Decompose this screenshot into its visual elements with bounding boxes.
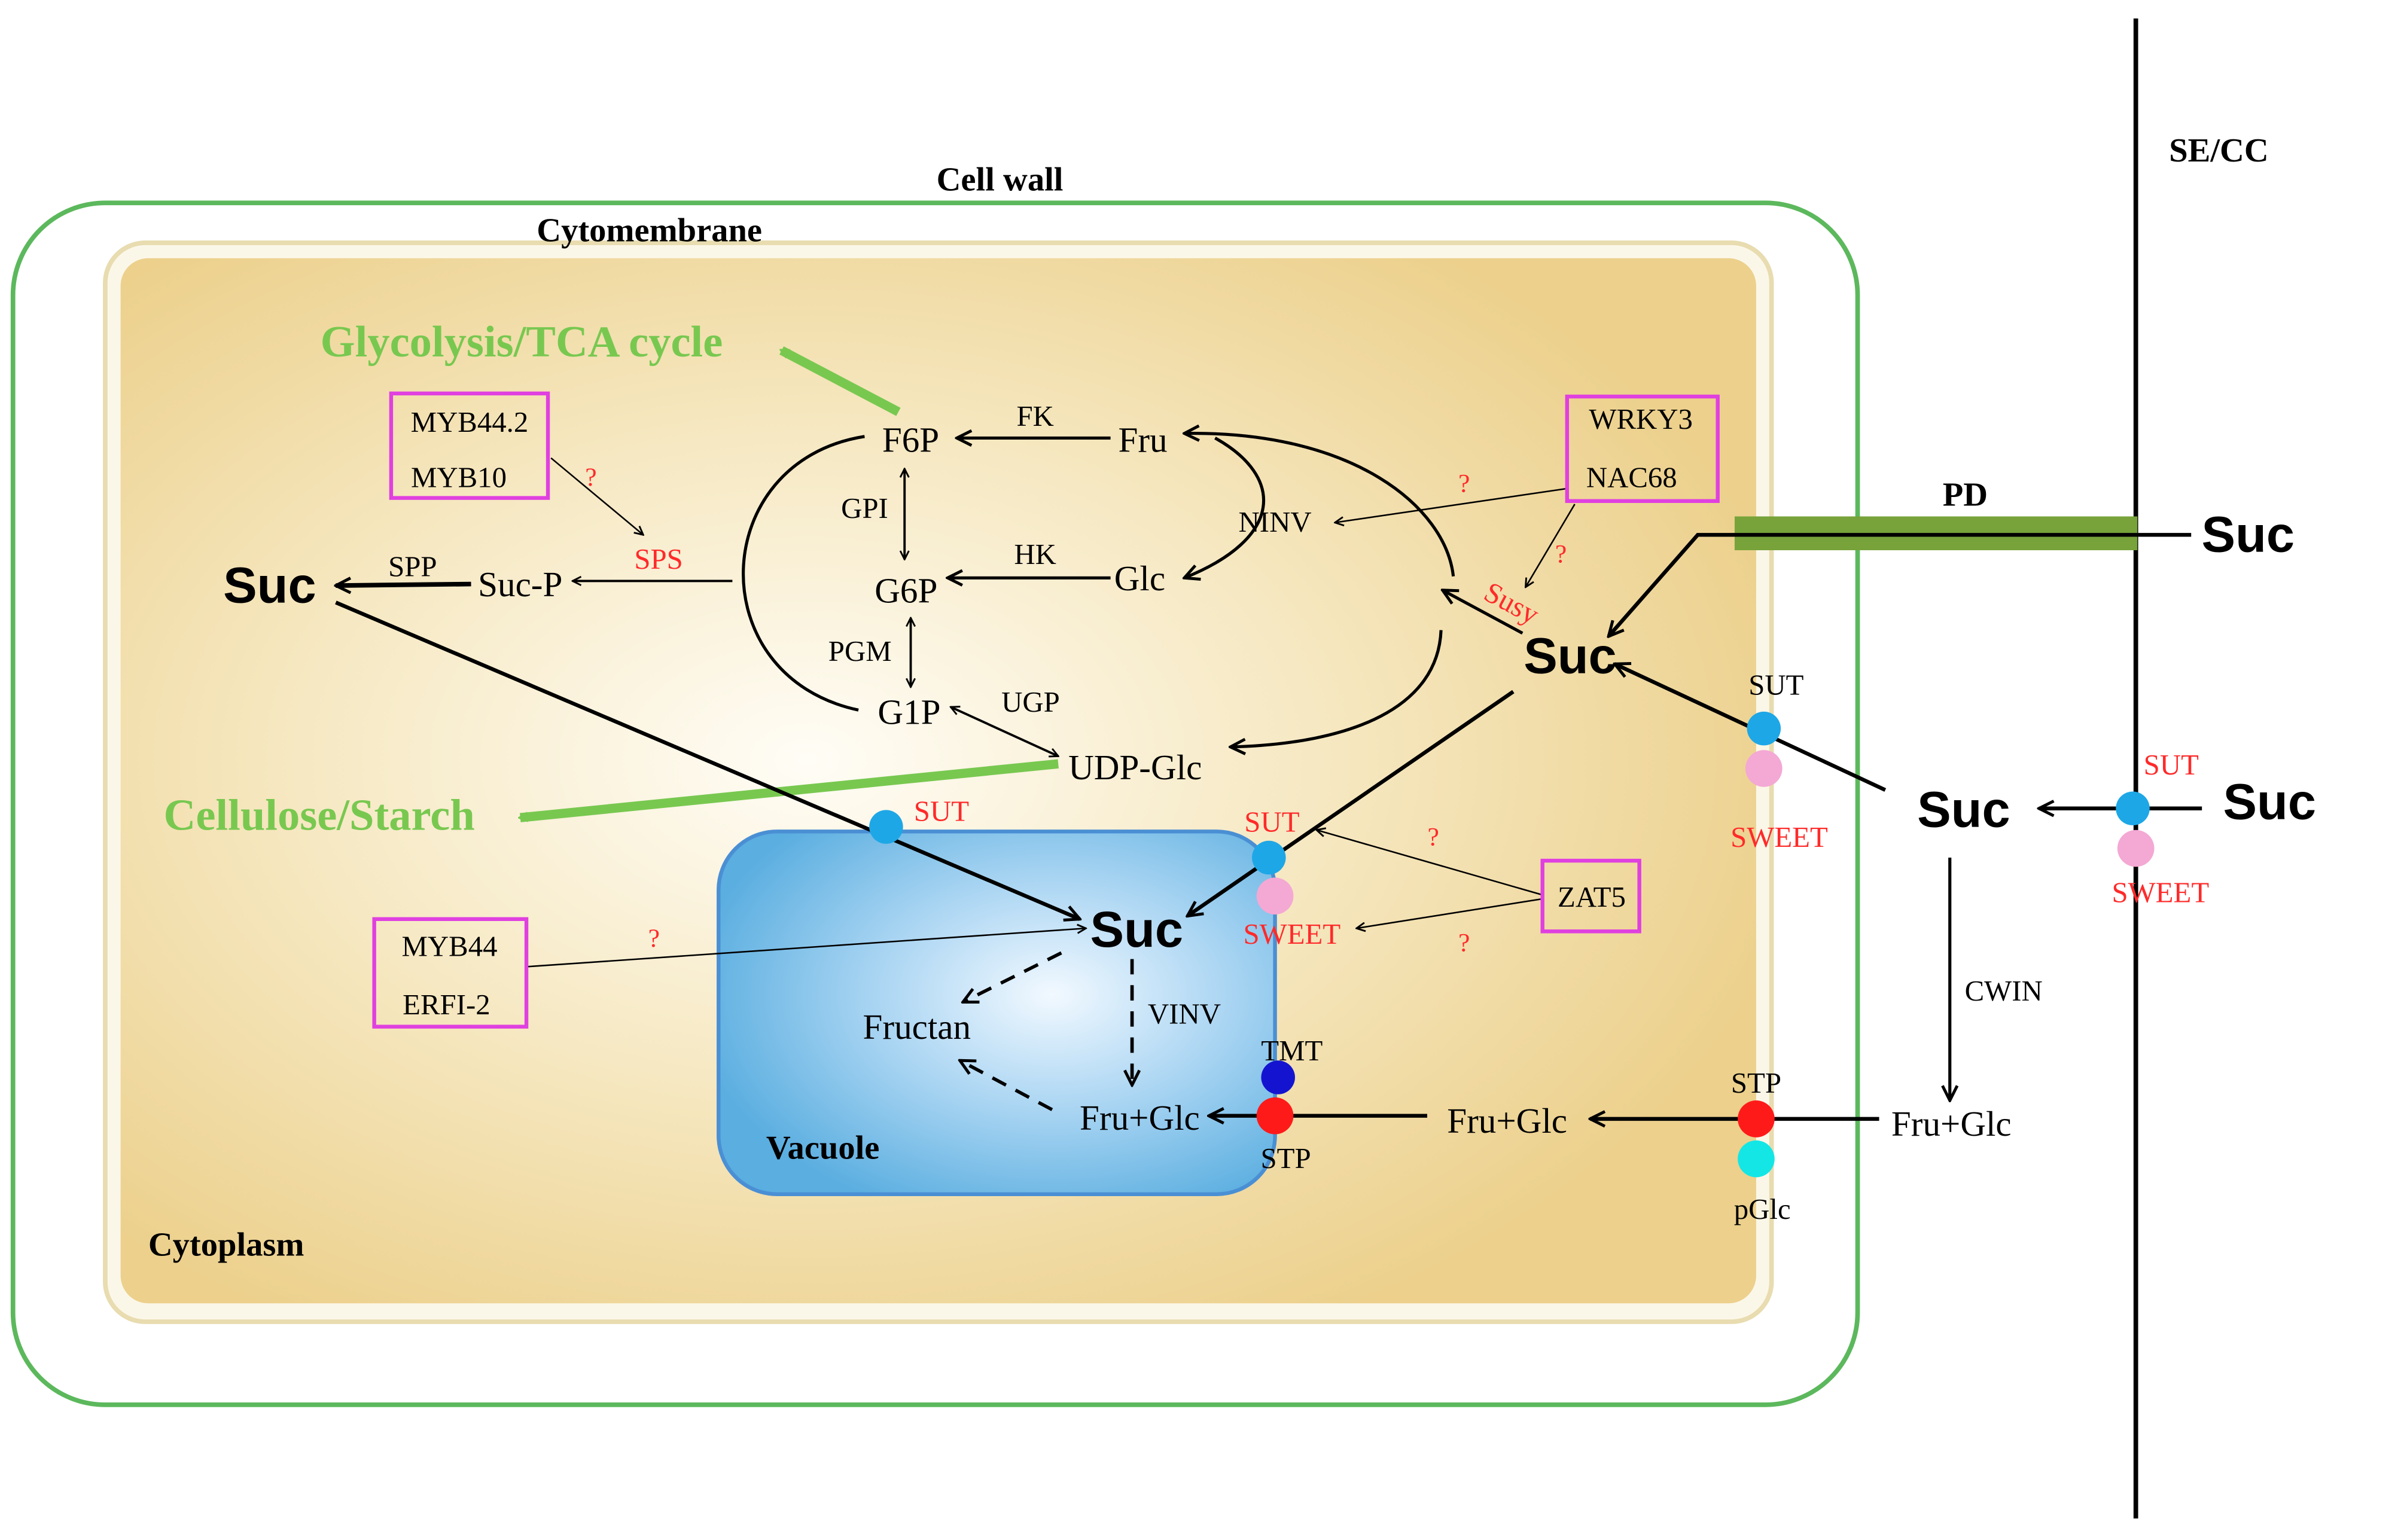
pgm-label: PGM [828, 635, 892, 667]
spp-arrow [336, 584, 471, 586]
ninv-arc [1184, 437, 1265, 578]
unknown-mark: ? [648, 924, 660, 953]
sweet-dot-se [2117, 830, 2155, 867]
pd-to-suc-line [1608, 533, 2192, 636]
sweet-dot-membrane [1745, 750, 1783, 787]
sweet-label-vacuole: SWEET [1244, 917, 1341, 950]
cycle-right-lower-arc [1230, 630, 1443, 747]
sweet-dot-vacuole [1256, 877, 1294, 915]
spp-label: SPP [388, 550, 437, 583]
gpi-label: GPI [841, 492, 888, 524]
cytomembrane-label: Cytomembrane [537, 212, 762, 249]
ugp-label: UGP [1001, 685, 1060, 718]
glycolysis-label: Glycolysis/TCA cycle [321, 318, 723, 367]
sps-label: SPS [634, 542, 682, 575]
pd-label: PD [1943, 476, 1988, 513]
stp-dot-membrane [1738, 1100, 1775, 1138]
regulator-box-myb44 [372, 917, 529, 1029]
cytoplasm-label: Cytoplasm [148, 1227, 304, 1264]
sut-label-vacuole-right: SUT [1244, 805, 1299, 838]
vacuole-label: Vacuole [766, 1130, 879, 1167]
vacuole [717, 830, 1277, 1196]
hk-label: HK [1014, 538, 1056, 571]
fru-glc-vacuole-label: Fru+Glc [1080, 1098, 1200, 1138]
stp-dot-vacuole [1256, 1097, 1294, 1135]
cwin-label: CWIN [1965, 974, 2043, 1007]
suc-label-apoplast: Suc [1917, 781, 2010, 838]
cell-wall-label: Cell wall [937, 161, 1064, 199]
glc-label: Glc [1114, 559, 1165, 598]
regulator-erfi-2: ERFI-2 [403, 988, 490, 1021]
fructan-label: Fructan [863, 1007, 971, 1047]
sut-dot-vacuole-right [1252, 840, 1286, 875]
sweet-label-membrane: SWEET [1730, 821, 1828, 853]
zat5-to-sweet-arrow [1357, 898, 1541, 928]
vinv-label: VINV [1148, 998, 1221, 1030]
fk-label: FK [1016, 400, 1053, 432]
g6p-label: G6P [875, 571, 937, 610]
nac68-to-susy-arrow [1525, 504, 1576, 587]
fru-glc-cytoplasm-label: Fru+Glc [1447, 1101, 1567, 1140]
regulator-box-wrky3 [1565, 394, 1720, 503]
suc-right-to-vacuole-line [1187, 690, 1515, 916]
sut-label-membrane: SUT [1748, 669, 1803, 702]
unknown-mark: ? [1428, 822, 1439, 851]
nac68-to-ninv-arrow [1335, 487, 1566, 523]
cellulose-arrow [520, 759, 1059, 822]
suc-label-left: Suc [223, 556, 316, 613]
sut-label-se: SUT [2144, 748, 2199, 781]
pglc-label: pGlc [1734, 1193, 1791, 1225]
glycolysis-arrow [782, 346, 901, 416]
regulator-box-zat5 [1540, 858, 1641, 934]
unknown-mark: ? [1458, 469, 1470, 498]
cytoplasm [120, 258, 1756, 1304]
ugp-arrow [950, 707, 1058, 756]
fru-glc-apoplast-label: Fru+Glc [1891, 1104, 2012, 1143]
myb44-to-vacuole-suc-arrow [526, 928, 1086, 968]
regulator-zat5: ZAT5 [1558, 880, 1626, 913]
suc-to-fructan-arrow [963, 951, 1062, 1004]
unknown-mark: ? [1555, 540, 1567, 569]
f6p-label: F6P [882, 420, 939, 460]
suc-label-right: Suc [1524, 627, 1617, 684]
sweet-label-se: SWEET [2112, 876, 2209, 909]
regulator-myb10: MYB10 [411, 461, 507, 494]
pglc-dot [1738, 1140, 1775, 1178]
suc-label-se: Suc [2223, 773, 2317, 830]
suc-label-pd: Suc [2202, 506, 2295, 563]
sut-dot-vacuole-left [869, 810, 903, 844]
regulator-wrky3: WRKY3 [1589, 402, 1693, 435]
sut-label-vacuole-left: SUT [914, 794, 969, 827]
fru-label: Fru [1119, 420, 1168, 460]
regulator-box-myb44-2 [389, 391, 550, 500]
suc-label-vacuole: Suc [1090, 901, 1184, 957]
se-cc-label: SE/CC [2169, 132, 2268, 169]
susy-arrow [1443, 590, 1524, 635]
myb10-to-sps-arrow [550, 457, 643, 535]
cycle-right-arc [1184, 434, 1455, 577]
suc-to-vacuole-line [335, 600, 1080, 919]
regulator-myb44: MYB44 [402, 929, 498, 962]
zat5-to-sut-arrow [1317, 830, 1541, 895]
ninv-label: NINV [1239, 505, 1312, 538]
stp-label-membrane: STP [1731, 1066, 1781, 1099]
sut-dot-membrane [1747, 711, 1781, 746]
suc-p-label: Suc-P [478, 565, 562, 604]
sut-dot-se [2116, 791, 2150, 826]
regulator-myb44-2: MYB44.2 [411, 405, 529, 438]
udp-glc-label: UDP-Glc [1068, 748, 1202, 787]
tmt-label: TMT [1261, 1034, 1323, 1067]
stp-label-vacuole: STP [1260, 1142, 1311, 1175]
hexose-to-fructan-arrow [960, 1060, 1053, 1111]
regulator-nac68: NAC68 [1586, 461, 1677, 494]
tmt-dot [1261, 1060, 1295, 1094]
g1p-label: G1P [877, 692, 940, 731]
cycle-left-arc [742, 435, 865, 712]
unknown-mark: ? [1458, 929, 1470, 957]
cellulose-label: Cellulose/Starch [164, 791, 475, 840]
unknown-mark: ? [585, 463, 596, 492]
